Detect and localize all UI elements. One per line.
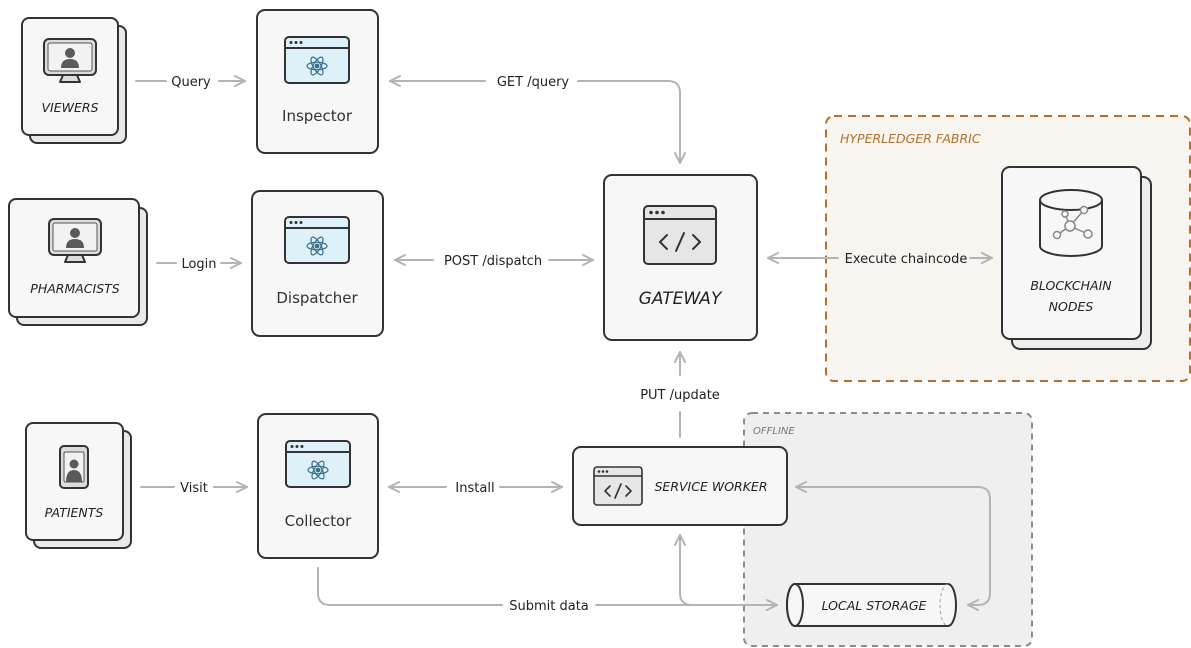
blockchain-nodes[interactable]: BLOCKCHAIN NODES [1001,166,1152,350]
client-patients[interactable]: PATIENTS [25,422,132,549]
app-collector-label: Collector [285,512,353,530]
app-inspector[interactable]: Inspector [256,9,379,154]
client-viewers-label: VIEWERS [41,100,98,115]
app-collector[interactable]: Collector [257,413,379,559]
edge-label-query: Query [171,75,211,90]
react-window-icon [284,36,350,84]
code-window-icon [643,205,717,265]
edge-label-get-query: GET /query [497,75,570,90]
app-dispatcher-label: Dispatcher [276,289,358,307]
client-viewers[interactable]: VIEWERS [21,17,127,144]
local-storage[interactable]: LOCAL STORAGE [786,583,957,627]
client-pharmacists-label: PHARMACISTS [30,281,119,296]
phone-user-icon [59,445,89,489]
react-window-icon [284,216,350,264]
app-inspector-label: Inspector [282,107,353,125]
blockchain-label-line1: BLOCKCHAIN [1030,278,1112,293]
edge-label-post-dispatch: POST /dispatch [444,254,542,269]
edge-label-visit: Visit [180,481,208,496]
offline-title: OFFLINE [753,426,795,437]
react-window-icon [285,440,351,488]
code-window-icon [593,466,643,506]
monitor-user-icon [43,38,97,83]
client-patients-label: PATIENTS [45,505,104,520]
edge-label-submit-data: Submit data [509,599,589,614]
service-worker-box[interactable]: SERVICE WORKER [572,446,788,526]
gateway-box[interactable]: GATEWAY [603,174,758,341]
edge-storage-to-worker [674,534,743,606]
edge-label-install: Install [455,481,494,496]
monitor-user-icon [48,218,102,263]
blockchain-label-line2: NODES [1049,299,1094,314]
edge-label-login: Login [181,257,216,272]
hyperledger-fabric-title: HYPERLEDGER FABRIC [840,131,981,146]
edge-label-put-update: PUT /update [640,388,720,403]
database-network-icon [1039,189,1103,257]
client-pharmacists[interactable]: PHARMACISTS [8,198,148,326]
connectors: Query Login Visit GET /query POST /dispa… [135,75,993,614]
edge-label-execute-chaincode: Execute chaincode [845,252,968,267]
edge-worker-storage-loop [795,481,991,611]
edge-submit-data [317,567,503,606]
app-dispatcher[interactable]: Dispatcher [251,190,384,337]
local-storage-label: LOCAL STORAGE [822,598,927,613]
service-worker-label: SERVICE WORKER [654,479,767,494]
gateway-label: GATEWAY [639,289,723,309]
